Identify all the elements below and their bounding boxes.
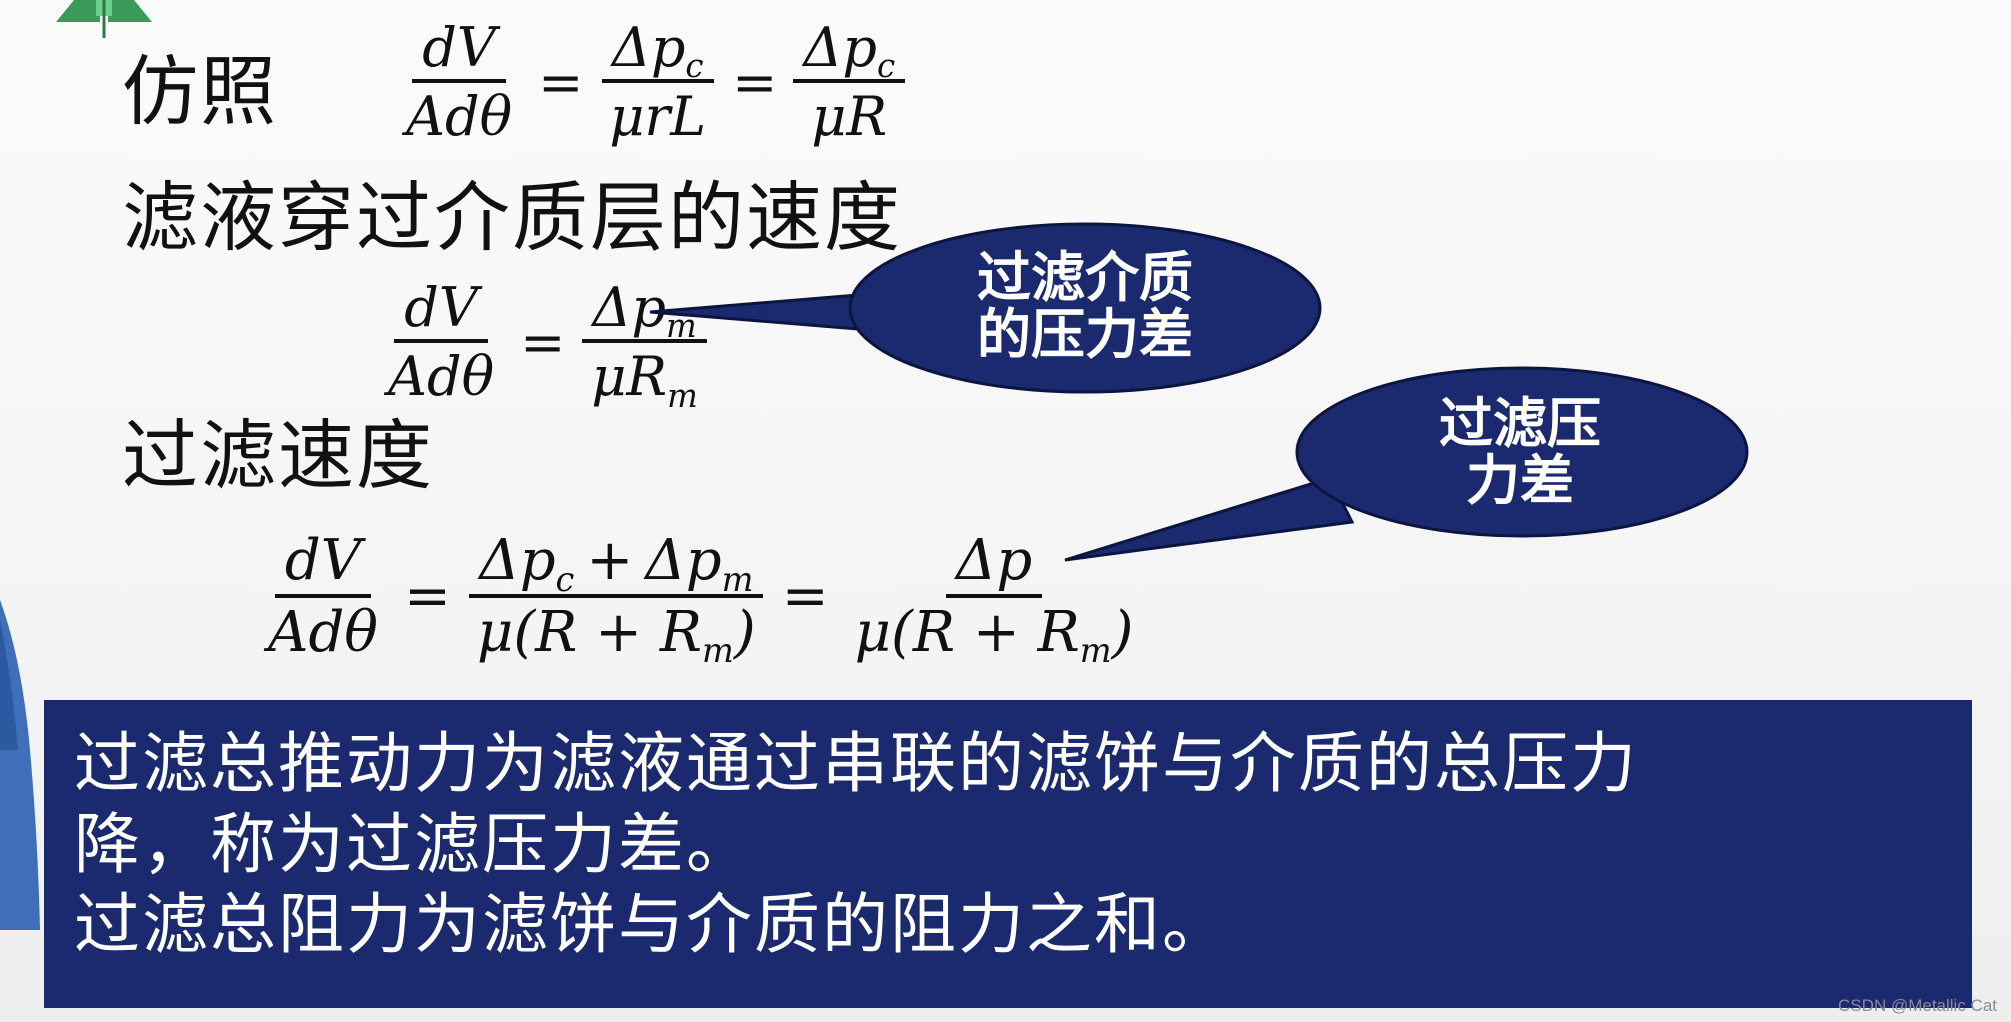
equals-sign: = xyxy=(732,50,778,114)
numerator: Δpm xyxy=(582,278,707,344)
denominator: μR xyxy=(811,85,888,149)
fraction-cake-total-resistance: Δpc μR xyxy=(793,18,906,149)
denominator: μ(R + Rm) xyxy=(854,599,1134,671)
equation-analogy: dV Adθ = Δpc μrL = Δpc μR xyxy=(390,18,911,147)
denominator: μrL xyxy=(609,85,707,149)
numerator: Δpc+Δpm xyxy=(469,530,764,598)
callout-medium-pressure-text: 过滤介质 的压力差 xyxy=(977,246,1193,366)
denominator: μRm xyxy=(591,345,698,415)
fraction-dv-over-adtheta: dV Adθ xyxy=(378,278,504,407)
denominator: Adθ xyxy=(268,599,379,665)
logo-icon xyxy=(56,0,152,38)
summary-line-1: 过滤总推动力为滤液通过串联的滤饼与介质的总压力 xyxy=(74,725,1638,802)
equals-sign: = xyxy=(781,564,829,630)
fraction-cake-resistance: Δpc μrL xyxy=(599,18,716,147)
numerator: dV xyxy=(394,278,488,344)
summary-line-2: 降，称为过滤压力差。 xyxy=(74,805,754,883)
fraction-dv-over-adtheta: dV Adθ xyxy=(396,18,522,147)
numerator: Δpc xyxy=(601,18,714,84)
equals-sign: = xyxy=(538,50,584,114)
equation-medium: dV Adθ = Δpm μRm xyxy=(372,278,714,415)
equals-sign: = xyxy=(404,564,451,630)
heading-filtration-rate: 过滤速度 xyxy=(122,411,434,500)
callout-filtration-pressure-text: 过滤压 力差 xyxy=(1439,392,1601,512)
watermark: CSDN @Metallic Cat xyxy=(1838,996,1997,1015)
fraction-medium-resistance: Δpm μRm xyxy=(581,278,707,415)
numerator: dV xyxy=(274,530,372,598)
numerator: Δpc xyxy=(793,18,906,84)
fraction-total-pressure: Δp μ(R + Rm) xyxy=(845,530,1144,671)
denominator: Adθ xyxy=(388,345,495,409)
heading-analogy: 仿照 xyxy=(122,47,278,136)
denominator: Adθ xyxy=(406,85,513,149)
heading-medium-velocity: 滤液穿过介质层的速度 xyxy=(122,173,902,262)
equals-sign: = xyxy=(520,310,566,374)
fraction-dv-over-adtheta: dV Adθ xyxy=(258,530,388,663)
fraction-series-resistance: Δpc+Δpm μ(R + Rm) xyxy=(467,530,766,671)
numerator: Δp xyxy=(945,530,1043,598)
presenter-silhouette xyxy=(0,600,40,930)
numerator: dV xyxy=(412,18,506,84)
denominator: μ(R + Rm) xyxy=(476,599,756,671)
summary-box: 过滤总推动力为滤液通过串联的滤饼与介质的总压力 降，称为过滤压力差。 过滤总阻力… xyxy=(44,700,1972,1008)
summary-line-3: 过滤总阻力为滤饼与介质的阻力之和。 xyxy=(74,886,1230,964)
equation-total: dV Adθ = Δpc+Δpm μ(R + Rm) = Δp μ(R + Rm… xyxy=(252,530,1149,671)
